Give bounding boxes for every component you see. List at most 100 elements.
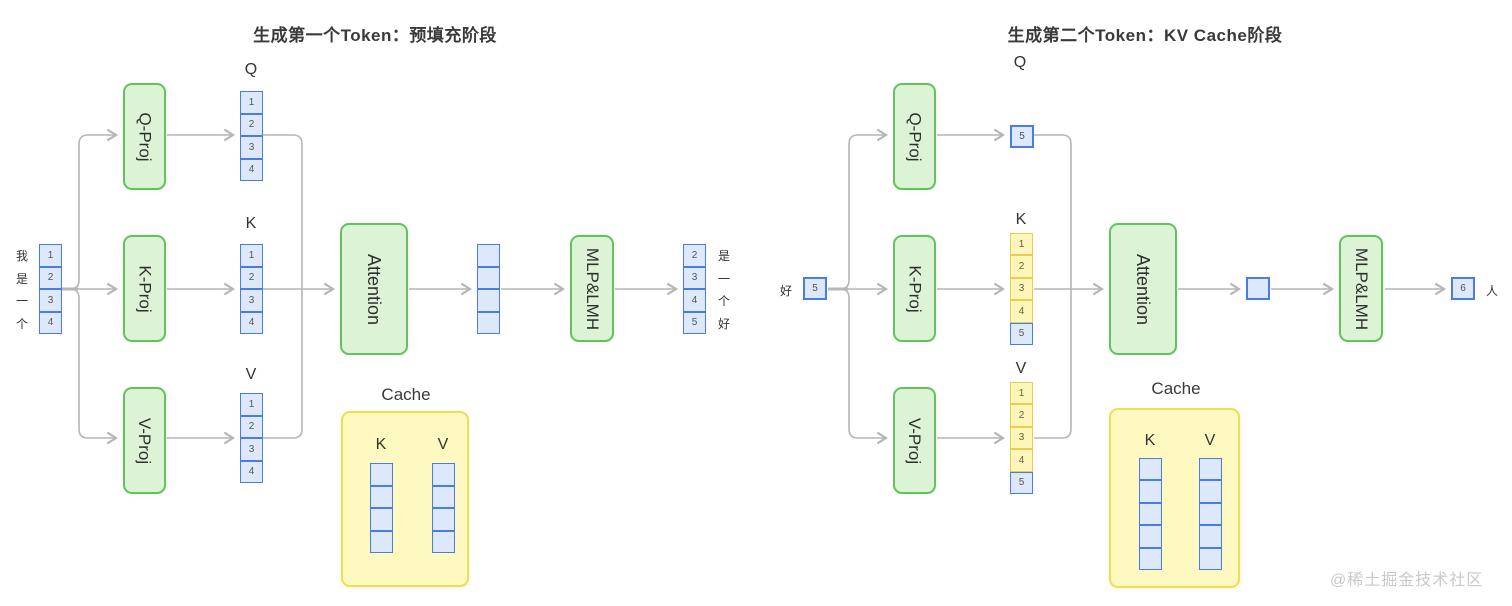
cache-cell-empty	[1199, 525, 1222, 548]
right-k-vector: 1 2 3 4 5	[1010, 233, 1033, 345]
left-input-token-labels: 我 是 一 个	[12, 245, 32, 335]
left-cache-box: K V	[341, 411, 469, 587]
vector-cell: 5	[683, 311, 706, 334]
vector-cell-cached: 1	[1010, 382, 1033, 405]
vector-cell: 2	[240, 415, 263, 438]
mlp-label: MLP&LMH	[1352, 247, 1371, 330]
right-q-label: Q	[1013, 54, 1027, 71]
left-output-token-labels: 是 一 个 好	[714, 245, 734, 335]
cache-v-label: V	[1204, 432, 1216, 449]
cache-cell-empty	[1199, 480, 1222, 503]
left-q-vector: 1 2 3 4	[240, 91, 263, 181]
input-token-label: 一	[15, 294, 28, 308]
left-hidden-vector	[477, 244, 500, 334]
vector-cell: 4	[240, 311, 263, 334]
right-cache-title: Cache	[1151, 379, 1201, 398]
right-hidden-cell	[1246, 277, 1270, 300]
vector-cell: 1	[39, 244, 62, 267]
cache-cell-empty	[432, 485, 455, 508]
input-token-label: 我	[15, 249, 28, 263]
q-proj-label: Q-Proj	[135, 111, 155, 162]
cache-v-label: V	[437, 436, 449, 453]
cache-cell-empty	[1139, 458, 1162, 481]
vector-cell-cached: 2	[1010, 255, 1033, 278]
left-cache-title: Cache	[381, 385, 431, 404]
right-input-token-label: 好	[780, 284, 793, 298]
attention-label: Attention	[1133, 253, 1154, 325]
vector-cell: 2	[240, 113, 263, 136]
cache-cell-empty	[370, 485, 393, 508]
right-output-cell: 6	[1451, 277, 1475, 300]
cache-cell-empty	[1199, 547, 1222, 570]
left-v-proj-box: V-Proj	[123, 387, 166, 494]
vector-cell: 3	[240, 289, 263, 312]
v-proj-label: V-Proj	[905, 417, 925, 464]
vector-cell: 1	[240, 393, 263, 416]
vector-cell: 1	[240, 244, 263, 267]
cache-cell-empty	[432, 508, 455, 531]
vector-cell: 4	[240, 460, 263, 483]
left-diagram-title: 生成第一个Token：预填充阶段	[253, 26, 497, 45]
right-q-proj-box: Q-Proj	[893, 83, 936, 190]
vector-cell-cached: 4	[1010, 449, 1033, 472]
right-v-vector: 1 2 3 4 5	[1010, 382, 1033, 494]
vector-cell-cached: 1	[1010, 233, 1033, 256]
left-k-label: K	[245, 215, 257, 232]
vector-cell: 2	[240, 266, 263, 289]
right-output-token-label: 人	[1486, 284, 1499, 298]
right-input-cell: 5	[803, 277, 827, 300]
cache-cell-empty	[1139, 547, 1162, 570]
cache-v-column	[1199, 458, 1222, 570]
output-token-label: 一	[717, 271, 730, 286]
left-attention-box: Attention	[340, 223, 408, 355]
cache-k-column	[1139, 458, 1162, 570]
vector-cell-empty	[477, 311, 500, 334]
vector-cell: 4	[39, 311, 62, 334]
cache-cell-empty	[432, 530, 455, 553]
cache-cell-empty	[370, 463, 393, 486]
input-token-label: 个	[15, 316, 28, 331]
cache-cell-empty	[1139, 525, 1162, 548]
vector-cell: 3	[240, 438, 263, 461]
vector-cell: 2	[39, 266, 62, 289]
vector-cell-new: 5	[1010, 471, 1033, 494]
input-token-label: 是	[15, 271, 28, 286]
left-output-vector: 2 3 4 5	[683, 244, 706, 334]
cache-k-column	[370, 463, 393, 553]
output-token-label: 个	[717, 294, 730, 308]
output-token-label: 好	[717, 316, 730, 331]
right-attention-box: Attention	[1109, 223, 1177, 355]
right-q-cell: 5	[1010, 125, 1034, 148]
k-proj-label: K-Proj	[905, 264, 925, 313]
attention-label: Attention	[364, 253, 385, 325]
right-v-label: V	[1015, 360, 1027, 377]
vector-cell: 4	[683, 289, 706, 312]
output-token-label: 是	[717, 249, 730, 263]
cache-cell-empty	[370, 530, 393, 553]
right-k-proj-box: K-Proj	[893, 235, 936, 342]
cache-cell-empty	[1199, 502, 1222, 526]
left-k-vector: 1 2 3 4	[240, 244, 263, 334]
vector-cell-cached: 4	[1010, 300, 1033, 323]
cache-cell-empty	[1139, 502, 1162, 526]
cache-k-label: K	[375, 436, 387, 453]
right-cache-box: K V	[1109, 408, 1240, 588]
mlp-label: MLP&LMH	[583, 247, 602, 330]
cache-v-column	[432, 463, 455, 553]
vector-cell-cached: 3	[1010, 426, 1033, 450]
vector-cell: 4	[240, 158, 263, 181]
left-q-proj-box: Q-Proj	[123, 83, 166, 190]
vector-cell-empty	[477, 266, 500, 289]
cache-cell-empty	[1139, 480, 1162, 503]
right-k-label: K	[1015, 211, 1027, 228]
left-v-vector: 1 2 3 4	[240, 393, 263, 483]
vector-cell: 3	[240, 136, 263, 159]
left-mlp-box: MLP&LMH	[570, 235, 614, 342]
left-k-proj-box: K-Proj	[123, 235, 166, 342]
vector-cell-cached: 2	[1010, 404, 1033, 427]
vector-cell: 2	[683, 244, 706, 267]
left-v-label: V	[245, 366, 257, 383]
q-proj-label: Q-Proj	[905, 111, 925, 162]
